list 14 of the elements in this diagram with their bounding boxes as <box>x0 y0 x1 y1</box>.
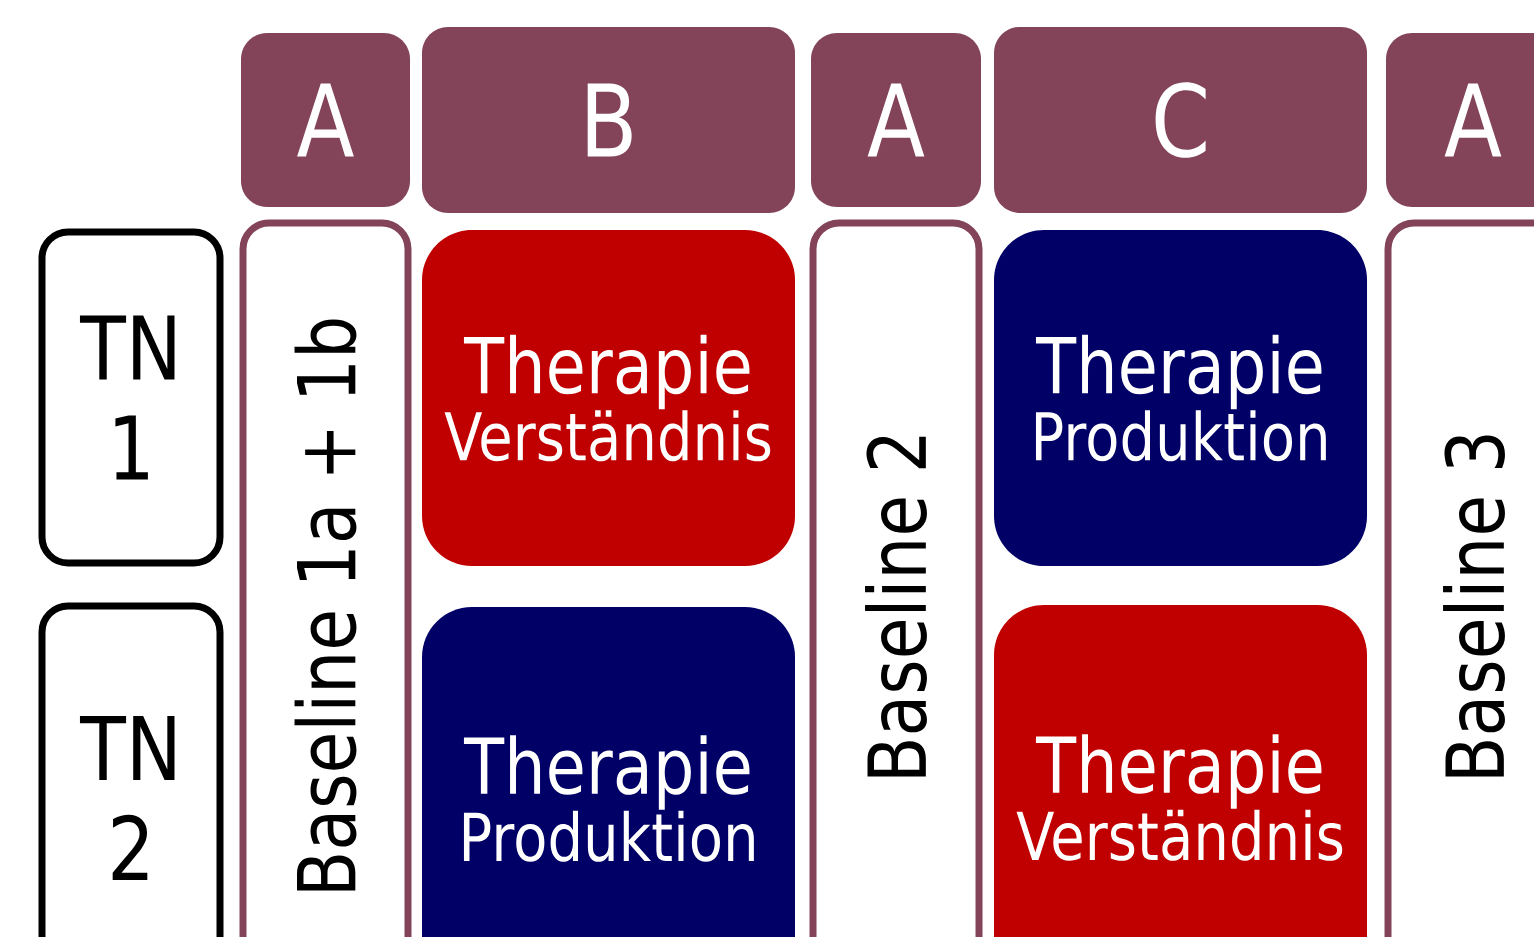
baseline-box: Baseline 3 <box>1384 219 1534 937</box>
participant-box: TN 1 <box>38 228 224 567</box>
therapy-box: Therapie Verständnis <box>422 230 795 566</box>
header-box: A <box>1386 33 1534 207</box>
header-box: C <box>994 27 1367 213</box>
participant-box: TN 2 <box>38 602 224 937</box>
therapy-box: Therapie Produktion <box>422 607 795 937</box>
therapy-box: Therapie Produktion <box>994 230 1367 566</box>
therapy-box: Therapie Verständnis <box>994 605 1367 937</box>
baseline-box: Baseline 2 <box>809 219 983 937</box>
baseline-box: Baseline 1a + 1b <box>239 219 412 937</box>
header-box: A <box>811 33 981 207</box>
header-box: B <box>422 27 795 213</box>
header-box: A <box>241 33 410 207</box>
